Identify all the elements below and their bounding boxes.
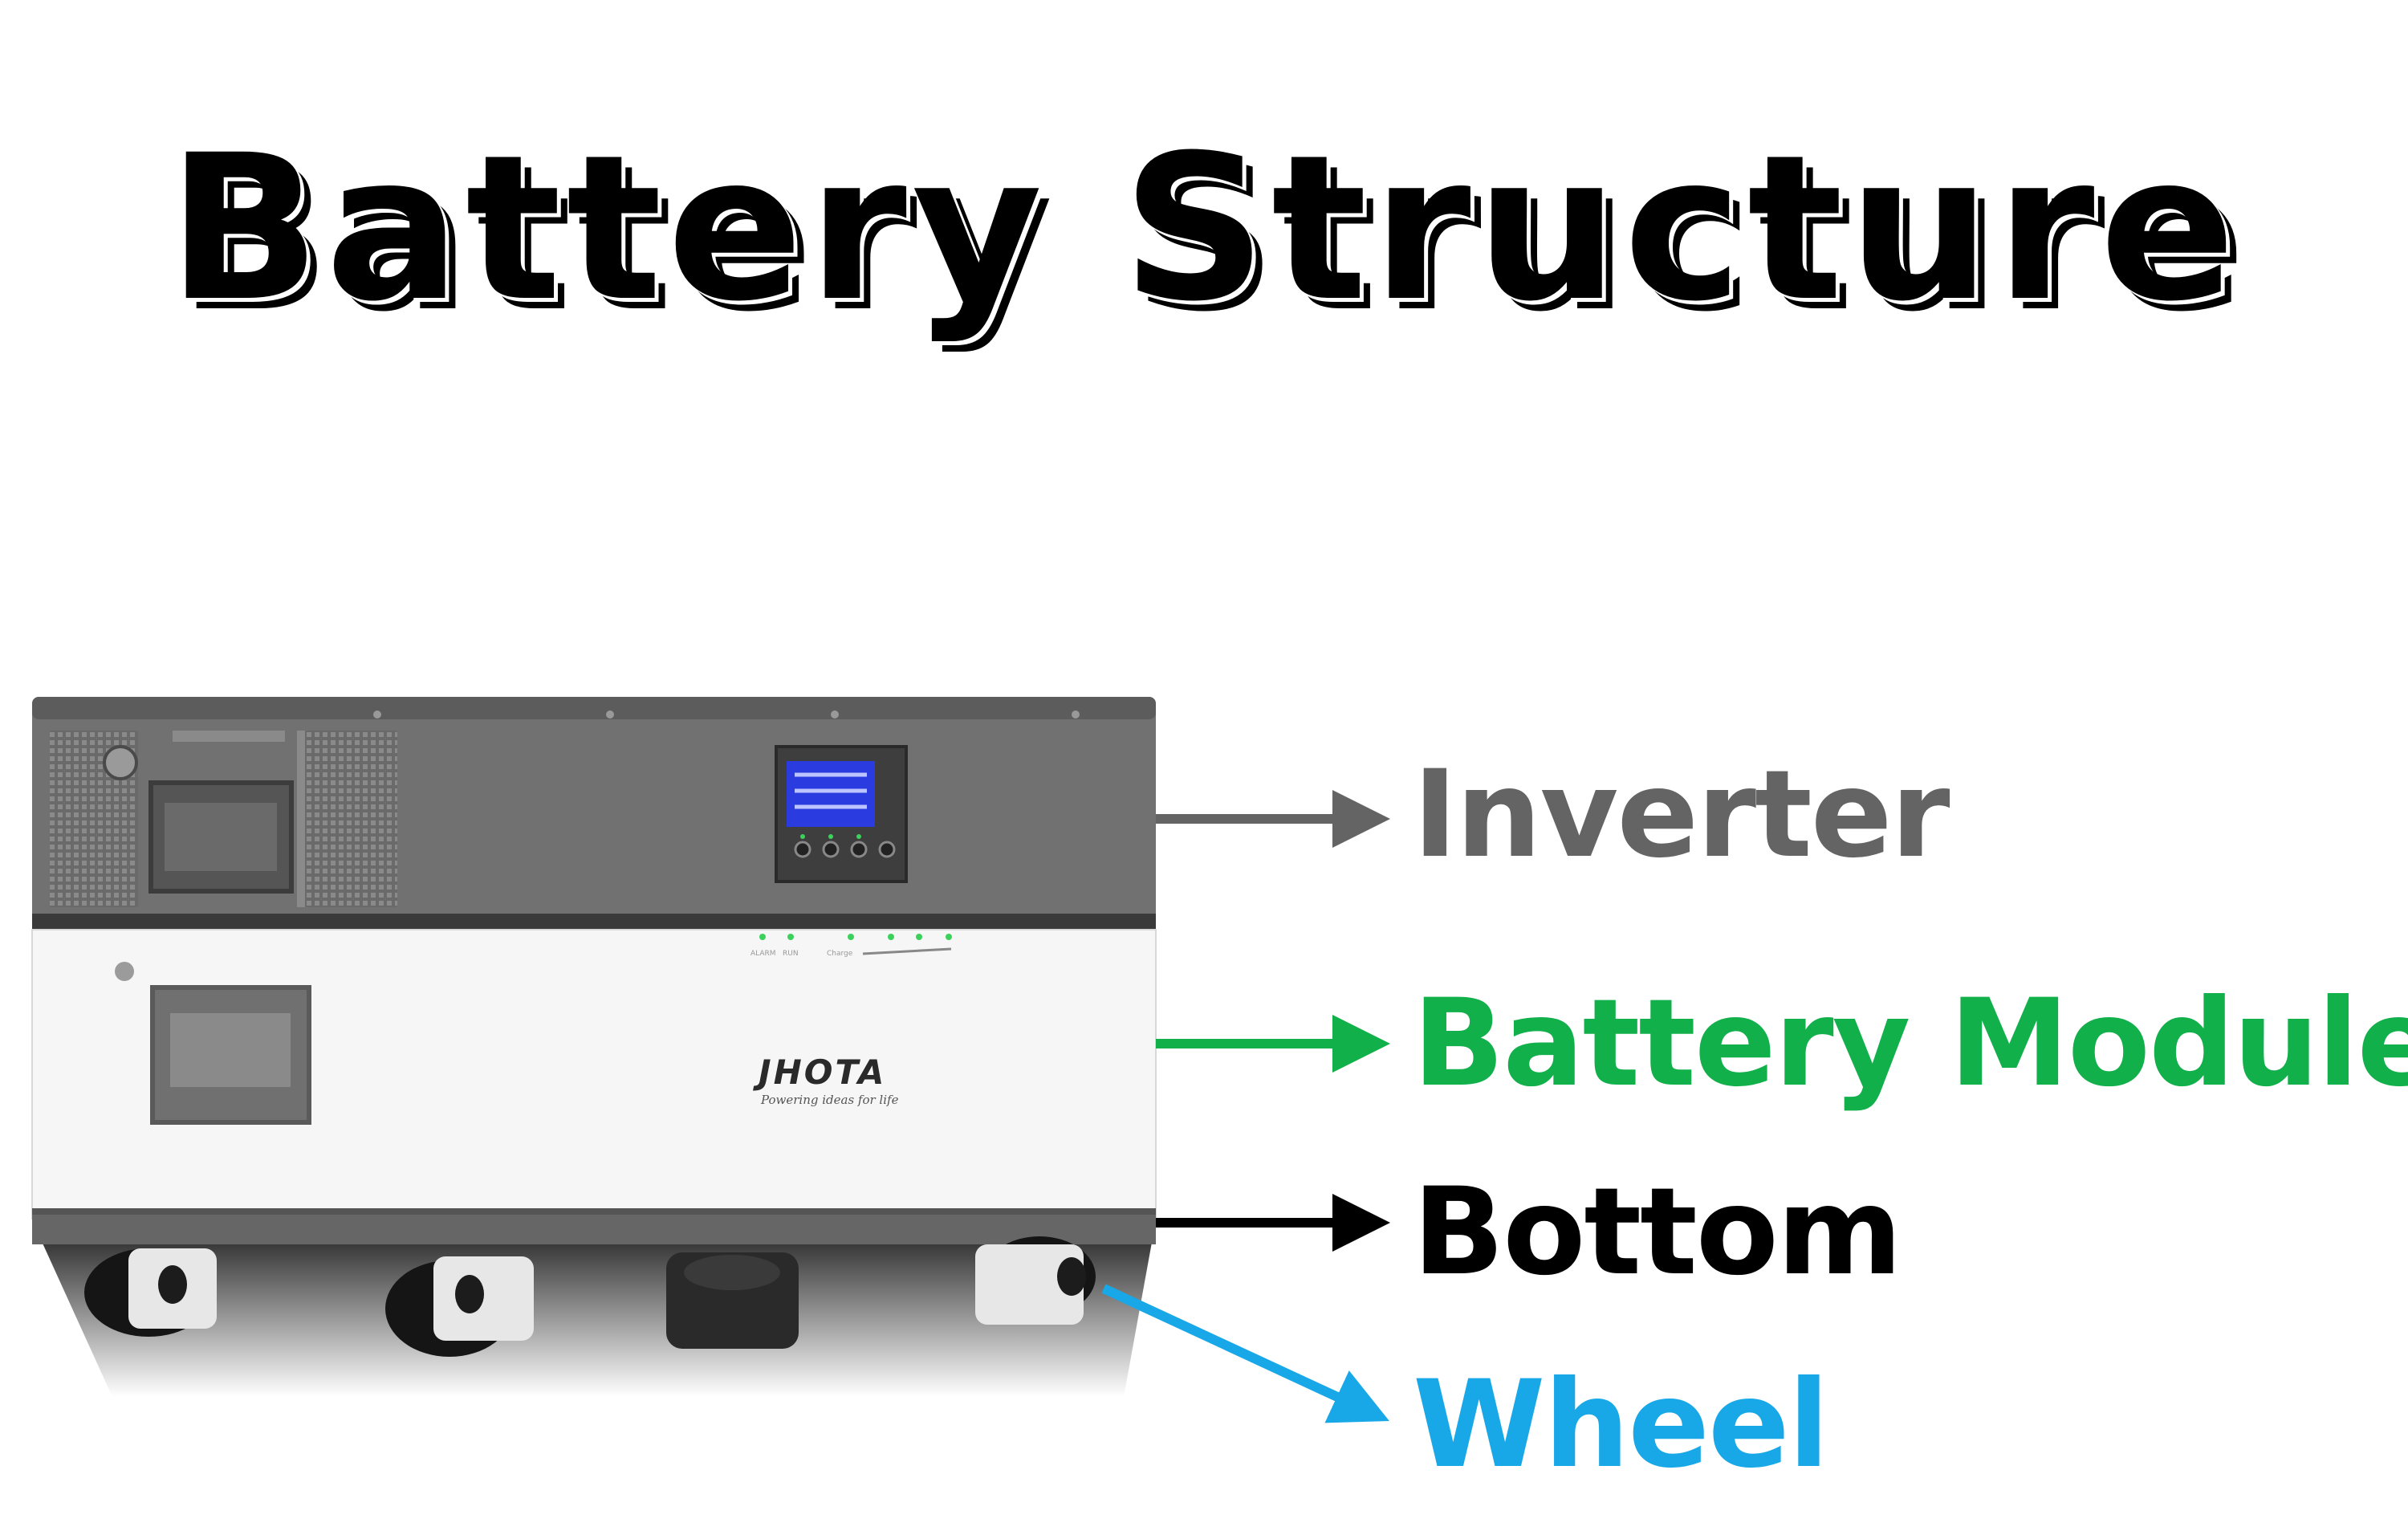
floor-shadow <box>32 1220 1156 1397</box>
indicator-label-run: RUN <box>783 950 799 958</box>
diagram-title: Battery Structure <box>167 112 2241 345</box>
indicator-label-alarm: ALARM <box>750 950 776 958</box>
wheel-front-left <box>84 1248 217 1337</box>
label-bottom: Bottom <box>1413 1162 1902 1302</box>
brand-logo: JHOTA <box>753 1053 886 1092</box>
label-battery-module: Battery Module <box>1413 974 2408 1114</box>
indicator-label-charge: Charge <box>827 950 853 958</box>
wheel-rear <box>666 1252 799 1349</box>
bottom-base <box>32 1208 1156 1244</box>
brand-tagline: Powering ideas for life <box>760 1093 899 1107</box>
wheel-front-right <box>975 1236 1096 1325</box>
battery-module-housing: ALARM RUN Charge JHOTA Powering ideas fo… <box>31 929 1157 1219</box>
label-inverter: Inverter <box>1413 745 1950 885</box>
inverter-housing <box>32 697 1156 930</box>
label-wheel: Wheel <box>1413 1355 1829 1495</box>
wheel-front-middle <box>385 1256 534 1357</box>
arrow-wheel <box>1101 1284 1389 1423</box>
